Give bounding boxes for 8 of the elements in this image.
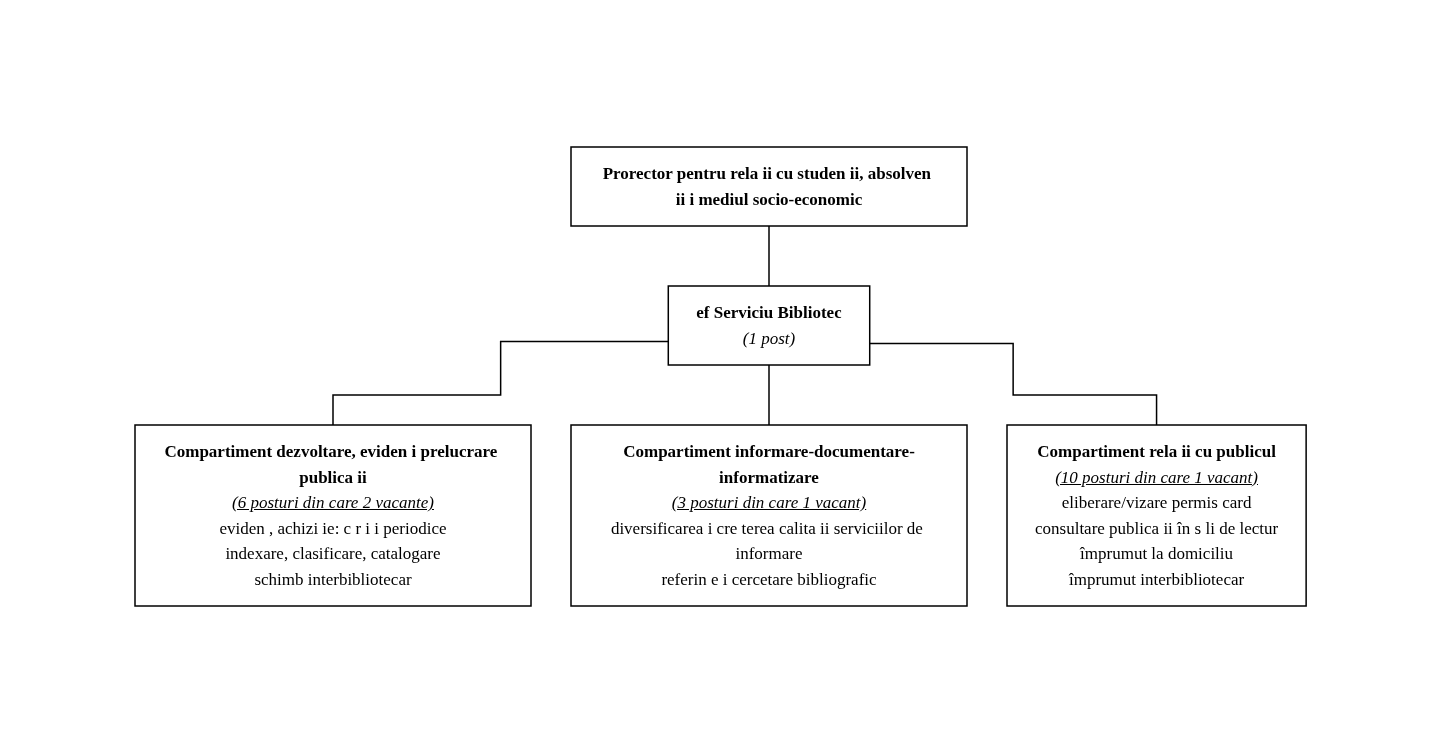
connector xyxy=(768,224,770,287)
node-box: Prorector pentru rela ii cu studen ii, absolven ii i mediul socio-economic xyxy=(570,145,968,227)
node-box: Compartiment rela ii cu publicul (10 posturi din care 1 vacant) eliberare/vizare permis card consultare publica ii în s li de lectur împrumut la domiciliu împrumut interbibliotecar xyxy=(1006,423,1307,607)
node-box: ef Serviciu Bibliotec (1 post) xyxy=(667,284,871,366)
connector xyxy=(768,363,770,426)
connector xyxy=(332,340,669,426)
node-box: Compartiment dezvoltare, eviden i prelucrare publica ii (6 posturi din care 2 vacante) eviden , achizi ie: c r i i periodice indexare, clasificare, catalogare schimb interbibliotecar xyxy=(134,423,532,607)
node-box: Compartiment informare-documentare-informatizare (3 posturi din care 1 vacant) diversificarea i cre terea calita ii serviciilor de informare referin e i cercetare bibliografic xyxy=(570,423,968,607)
